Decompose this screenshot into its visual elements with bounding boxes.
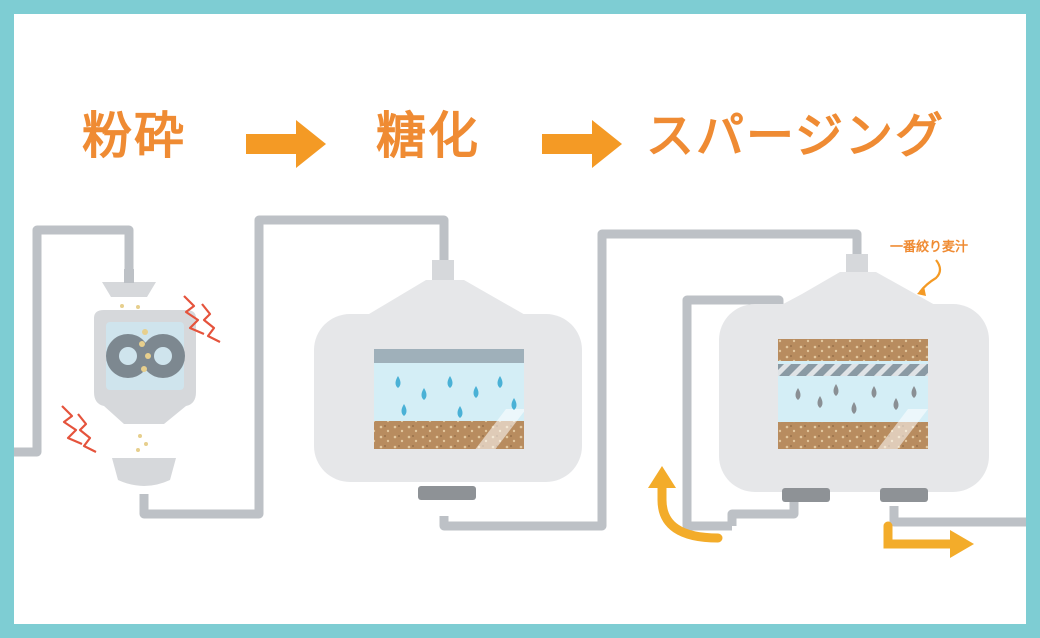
grain-mill: [94, 269, 196, 486]
pipes: [14, 215, 1026, 531]
flow-arrow-icon: [648, 466, 723, 543]
curved-arrow-icon: [917, 259, 942, 296]
step-title-milling: 粉砕: [82, 107, 186, 165]
water-drop-icon: [395, 376, 517, 418]
water-drop-icon: [795, 384, 917, 414]
gear-icon: [141, 334, 185, 378]
annotation-first-wort: 一番絞り麦汁: [890, 240, 969, 255]
gear-icon: [106, 334, 150, 378]
lauter-tun: [719, 254, 989, 502]
mash-tun: [314, 260, 582, 500]
step-title-mashing: 糖化: [376, 107, 480, 165]
vibration-marks: [61, 295, 221, 453]
diagram-frame: 粉砕 糖化 スパージング 一番絞り麦汁: [14, 14, 1026, 624]
right-arrow-icon: [542, 120, 622, 168]
flow-arrow-icon: [883, 521, 974, 558]
step-title-sparging: スパージング: [646, 108, 946, 164]
right-arrow-icon: [246, 120, 326, 168]
brewing-process-illustration: [14, 120, 1026, 558]
